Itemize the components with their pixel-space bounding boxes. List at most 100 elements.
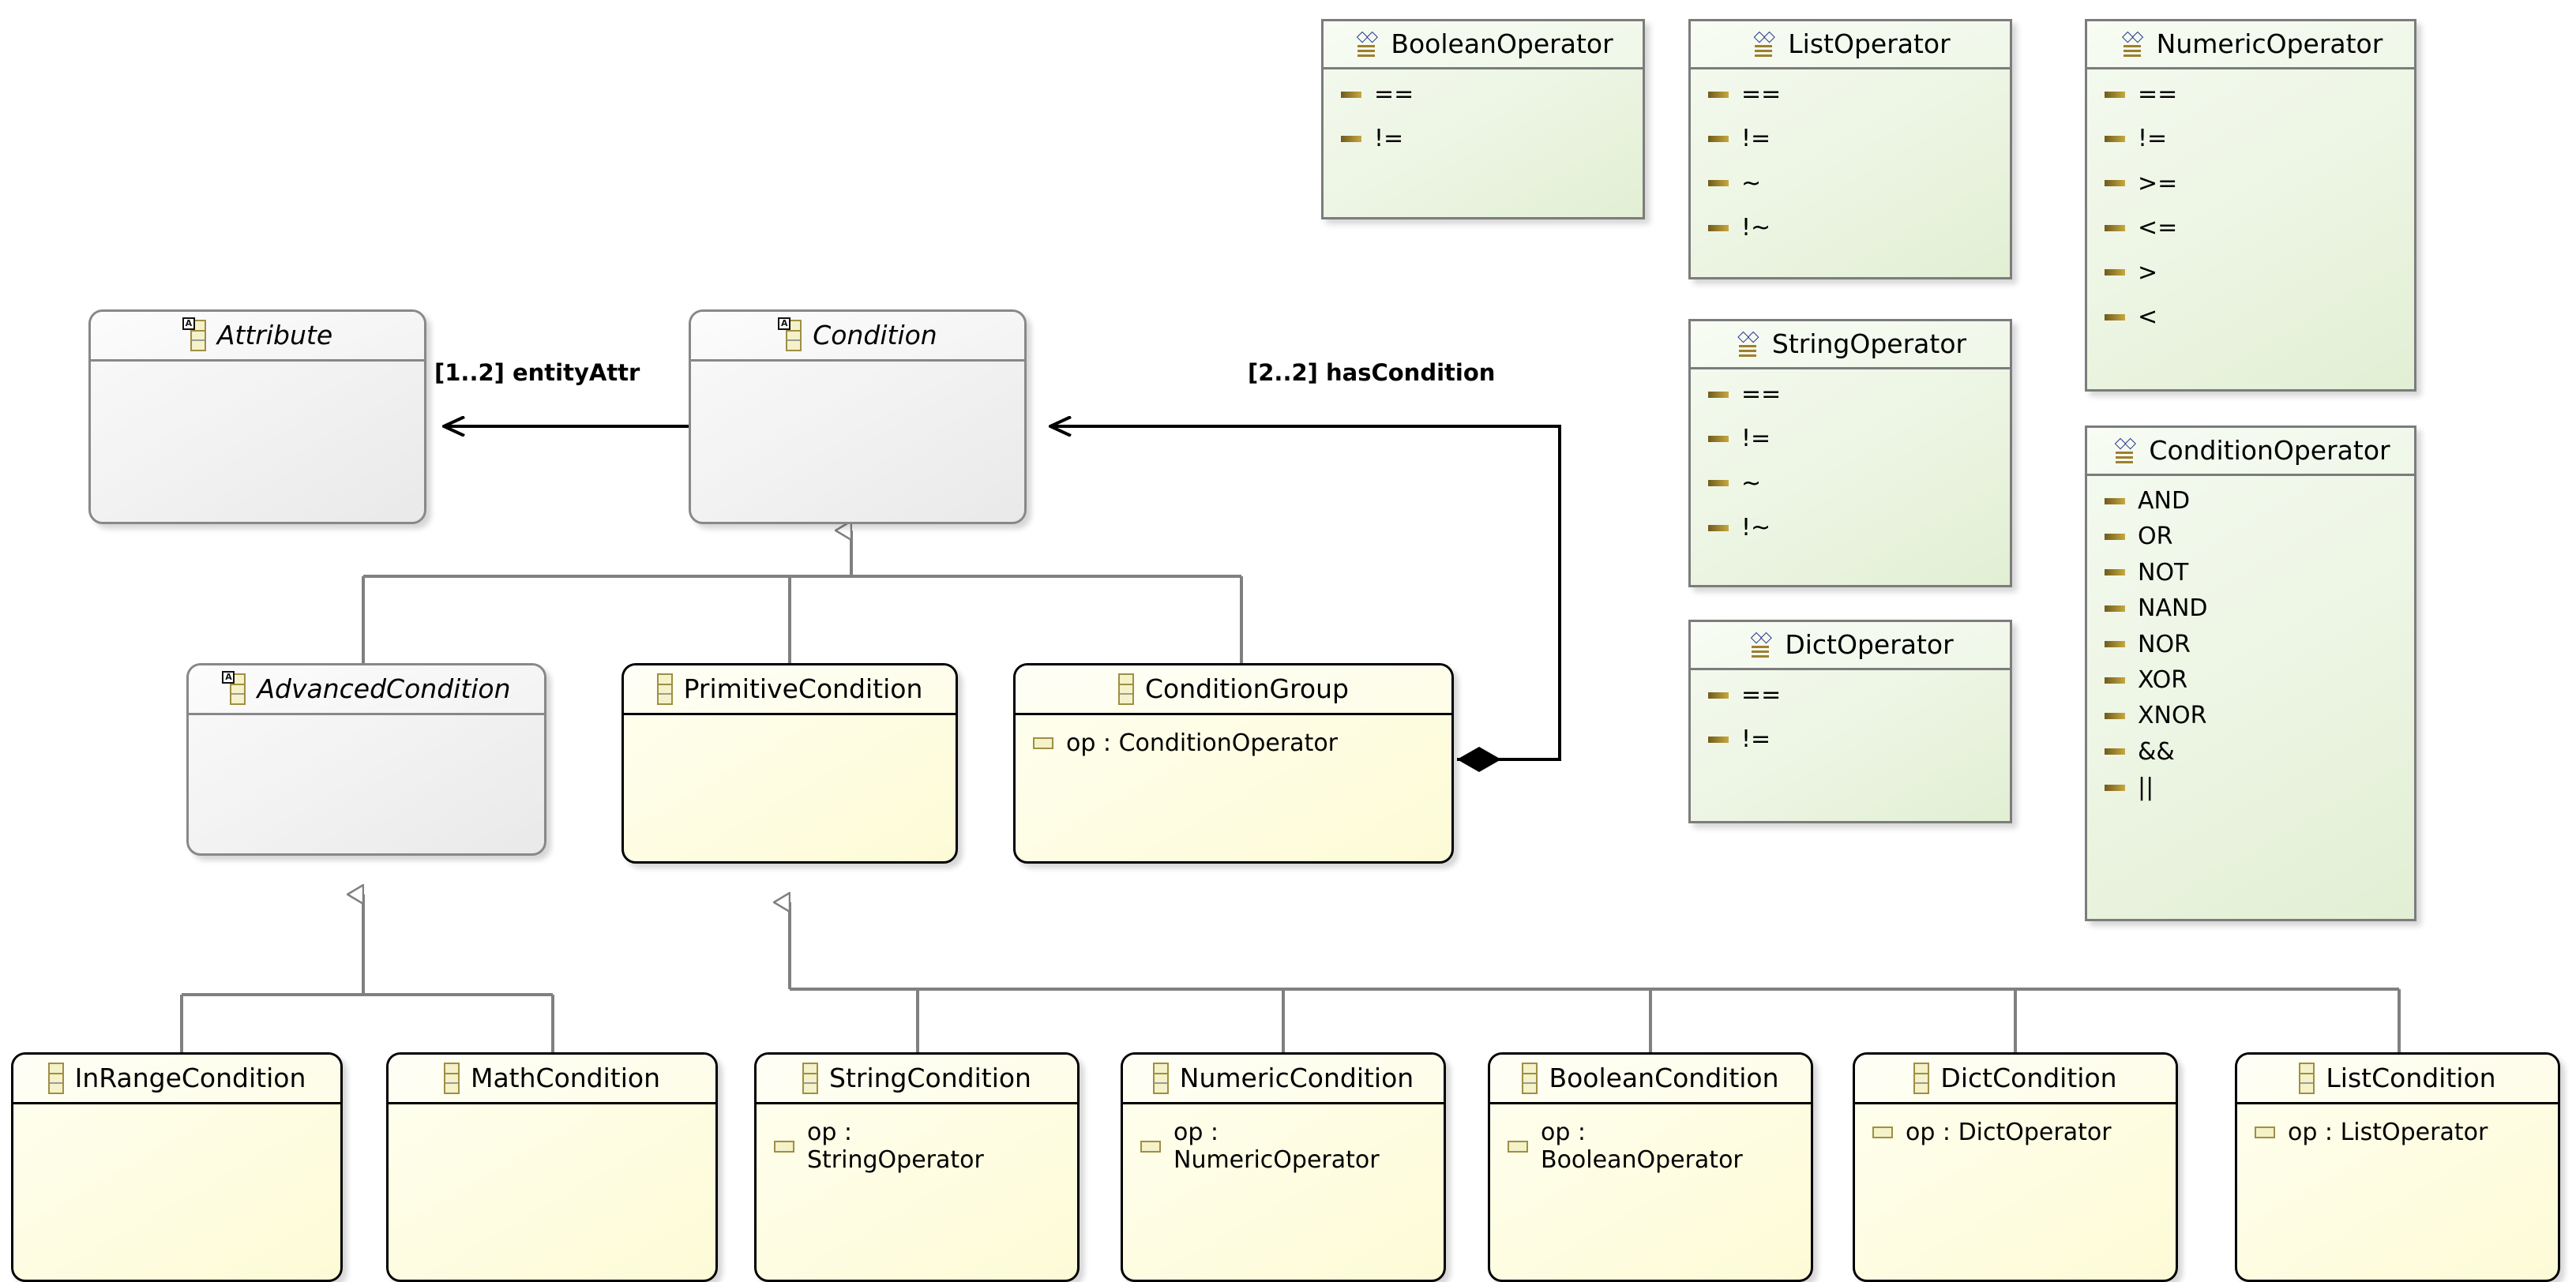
enum-literal-label: ==	[1741, 81, 1782, 108]
enum-literal-label: !=	[1741, 725, 1771, 754]
enum-literal-label: XOR	[2138, 665, 2188, 694]
enum-header-condition-operator: ◇◇ ConditionOperator	[2087, 428, 2414, 476]
literal-icon	[1708, 524, 1729, 531]
class-node-primitive-condition[interactable]: PrimitiveCondition	[621, 663, 958, 864]
abstract-badge-label: A	[778, 317, 791, 330]
enum-glyph: ◇◇	[1737, 328, 1759, 345]
enum-node-dict-operator[interactable]: ◇◇ DictOperator == !=	[1688, 620, 2012, 823]
class-body-attribute	[91, 362, 424, 522]
class-node-math-condition[interactable]: MathCondition	[386, 1052, 718, 1282]
enum-literal-label: &&	[2138, 737, 2175, 766]
literal-icon	[2105, 91, 2125, 98]
class-body-boolean-condition: op : BooleanOperator	[1490, 1104, 1811, 1280]
enum-literal-label: <	[2138, 302, 2158, 331]
enum-node-string-operator[interactable]: ◇◇ StringOperator == != ~ !~	[1688, 319, 2012, 587]
class-node-inrange-condition[interactable]: InRangeCondition	[11, 1052, 343, 1282]
class-title-numeric-condition: NumericCondition	[1179, 1062, 1414, 1093]
relation-label-has-condition: [2..2] hasCondition	[1248, 359, 1496, 386]
class-title-inrange-condition: InRangeCondition	[74, 1062, 306, 1093]
enum-literal-row: ==	[1341, 81, 1625, 108]
enum-literal-row: !~	[1708, 214, 1992, 242]
enum-literal-row: ==	[1708, 681, 1992, 709]
class-member-row: op : StringOperator	[774, 1119, 1060, 1175]
class-body-numeric-condition: op : NumericOperator	[1123, 1104, 1444, 1280]
class-member-row: op : ConditionOperator	[1033, 729, 1434, 757]
enum-glyph: ◇◇	[2122, 28, 2143, 45]
class-node-advanced-condition[interactable]: A AdvancedCondition	[186, 663, 546, 856]
class-body-math-condition	[389, 1104, 715, 1280]
enum-literal-row: !=	[2105, 125, 2397, 152]
literal-icon	[2105, 224, 2125, 231]
enum-literal-row: >=	[2105, 170, 2397, 197]
class-icon	[1152, 1063, 1169, 1094]
class-title-math-condition: MathCondition	[470, 1062, 661, 1093]
enum-node-numeric-operator[interactable]: ◇◇ NumericOperator == != >= <=	[2085, 19, 2416, 392]
enum-body-numeric-operator: == != >= <= > <	[2087, 69, 2414, 389]
enum-literal-row: AND	[2105, 487, 2397, 515]
enum-header-numeric-operator: ◇◇ NumericOperator	[2087, 21, 2414, 69]
class-member-label: op : StringOperator	[807, 1119, 984, 1175]
class-body-inrange-condition	[13, 1104, 340, 1280]
enum-literal-label: !=	[1741, 125, 1771, 153]
abstract-class-icon: A	[778, 317, 802, 351]
enum-literal-label: NOT	[2138, 558, 2189, 587]
enum-literal-row: NOT	[2105, 559, 2397, 587]
enum-literal-row: <=	[2105, 214, 2397, 242]
class-title-advanced-condition: AdvancedCondition	[257, 673, 511, 704]
abstract-class-icon: A	[182, 317, 206, 351]
class-node-dict-condition[interactable]: DictCondition op : DictOperator	[1853, 1052, 2178, 1282]
wire-primitive-generalization	[790, 902, 2401, 1052]
enum-literal-label: >	[2138, 258, 2158, 287]
literal-icon	[2105, 748, 2125, 755]
class-node-numeric-condition[interactable]: NumericCondition op : NumericOperator	[1121, 1052, 1446, 1282]
enum-icon: ◇◇	[2111, 436, 2138, 466]
class-node-condition[interactable]: A Condition	[689, 309, 1027, 524]
enum-node-boolean-operator[interactable]: ◇◇ BooleanOperator == !=	[1321, 19, 1645, 219]
enum-literal-label: ==	[1741, 681, 1782, 709]
class-member-row: op : ListOperator	[2255, 1119, 2540, 1146]
class-icon	[47, 1063, 64, 1094]
enum-title-string-operator: StringOperator	[1771, 328, 1967, 359]
class-member-label: op : DictOperator	[1906, 1119, 2112, 1146]
class-header-numeric-condition: NumericCondition	[1123, 1055, 1444, 1104]
class-member-row: op : NumericOperator	[1140, 1119, 1426, 1175]
enum-literal-label: XNOR	[2138, 702, 2207, 730]
abstract-class-icon: A	[222, 671, 246, 705]
wire-advanced-generalization	[180, 894, 554, 1052]
class-icon	[656, 673, 673, 705]
class-title-list-condition: ListCondition	[2326, 1062, 2496, 1093]
literal-icon	[2105, 269, 2125, 276]
class-title-condition: Condition	[813, 319, 937, 350]
class-body-list-condition: op : ListOperator	[2237, 1104, 2558, 1280]
class-header-primitive-condition: PrimitiveCondition	[624, 665, 956, 715]
enum-literal-row: !=	[1708, 425, 1992, 452]
relation-label-entity-attr: [1..2] entityAttr	[434, 359, 640, 386]
class-header-advanced-condition: A AdvancedCondition	[189, 665, 544, 715]
enum-literal-label: OR	[2138, 523, 2173, 551]
class-body-advanced-condition	[189, 715, 544, 853]
field-icon	[774, 1140, 794, 1153]
class-node-attribute[interactable]: A Attribute	[88, 309, 426, 524]
class-body-condition	[691, 362, 1024, 522]
class-node-list-condition[interactable]: ListCondition op : ListOperator	[2235, 1052, 2560, 1282]
class-body-primitive-condition	[624, 715, 956, 861]
enum-literal-row: XOR	[2105, 666, 2397, 694]
class-body-dict-condition: op : DictOperator	[1855, 1104, 2176, 1280]
class-node-string-condition[interactable]: StringCondition op : StringOperator	[754, 1052, 1080, 1282]
enum-node-condition-operator[interactable]: ◇◇ ConditionOperator AND OR NOT NAND	[2085, 425, 2416, 921]
class-node-condition-group[interactable]: ConditionGroup op : ConditionOperator	[1013, 663, 1454, 864]
literal-icon	[1708, 91, 1729, 98]
enum-literal-row: ==	[1708, 81, 1992, 108]
enum-body-list-operator: == != ~ !~	[1691, 69, 2010, 277]
class-header-boolean-condition: BooleanCondition	[1490, 1055, 1811, 1104]
class-body-string-condition: op : StringOperator	[757, 1104, 1077, 1280]
enum-literal-label: ==	[2138, 81, 2178, 108]
enum-node-list-operator[interactable]: ◇◇ ListOperator == != ~ !~	[1688, 19, 2012, 279]
enum-literal-label: AND	[2138, 487, 2191, 515]
class-member-row: op : BooleanOperator	[1508, 1119, 1793, 1175]
enum-icon: ◇◇	[1747, 630, 1774, 660]
field-icon	[1140, 1140, 1161, 1153]
class-member-label: op : ConditionOperator	[1066, 729, 1339, 757]
class-node-boolean-condition[interactable]: BooleanCondition op : BooleanOperator	[1488, 1052, 1813, 1282]
enum-literal-label: !=	[2138, 125, 2168, 153]
